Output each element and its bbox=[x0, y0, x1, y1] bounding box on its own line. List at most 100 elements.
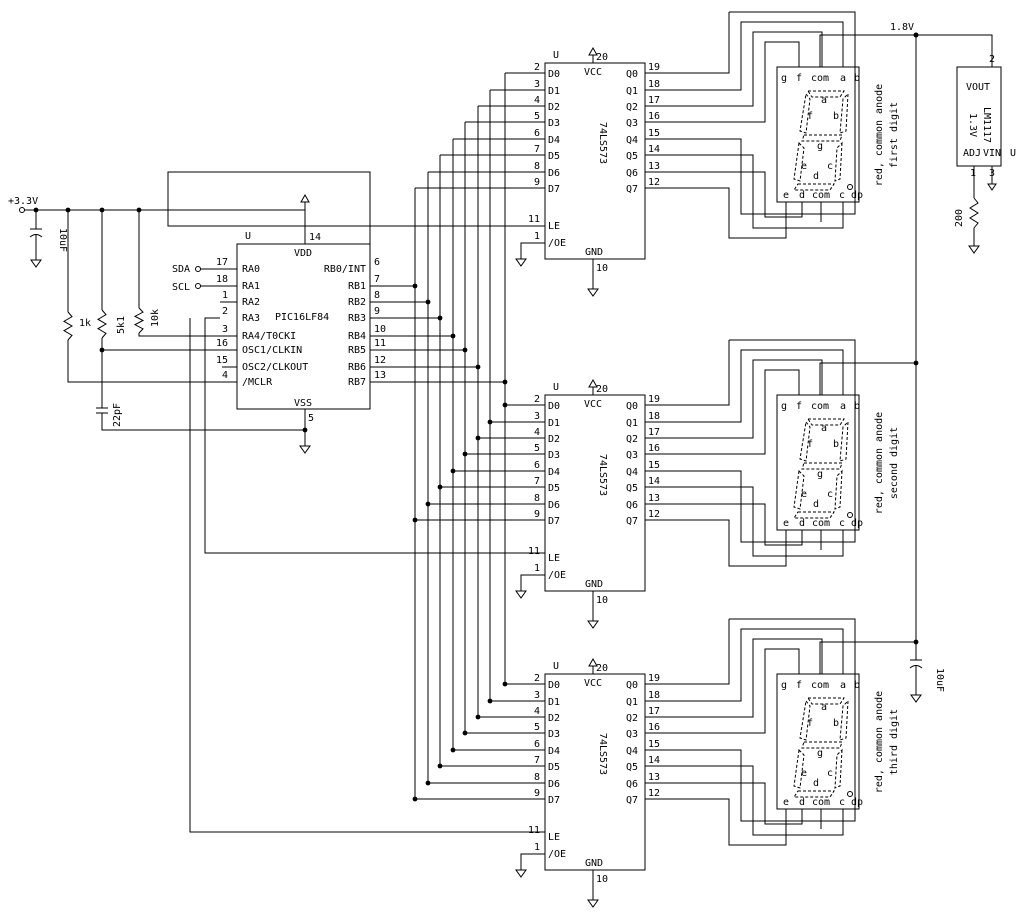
segment-label: f bbox=[807, 111, 813, 122]
latch-q-pin-label: Q0 bbox=[626, 69, 638, 80]
latch-d-pin-label: D1 bbox=[548, 86, 560, 97]
segment-e bbox=[793, 469, 805, 510]
display-bottom-pin: dp bbox=[851, 797, 863, 808]
latch-d-pin-label: D0 bbox=[548, 401, 560, 412]
r1-label: 1k bbox=[79, 318, 91, 329]
v33-label: +3.3V bbox=[8, 196, 38, 207]
segment-label: c bbox=[827, 768, 833, 779]
latch-q-pin-label: Q4 bbox=[626, 746, 638, 757]
latch-d-pin-label: D3 bbox=[548, 450, 560, 461]
wire-gnd-rail bbox=[101, 413, 305, 431]
latch-q-pin-label: Q7 bbox=[626, 516, 638, 527]
latch-d-pin-num: 4 bbox=[534, 706, 540, 717]
latch-gnd-pin: 10 bbox=[596, 263, 608, 274]
latch-q-pin-num: 13 bbox=[648, 772, 660, 783]
latch-q-pin-num: 14 bbox=[648, 144, 660, 155]
wire-q1 bbox=[645, 628, 844, 702]
latch-vcc-pin: 20 bbox=[596, 52, 608, 63]
latch-oe-label: /OE bbox=[548, 570, 566, 581]
power-arrow bbox=[588, 378, 598, 388]
latch-gnd-pin: 10 bbox=[596, 595, 608, 606]
latch-vcc: VCC bbox=[584, 678, 602, 689]
segment-g bbox=[801, 462, 843, 470]
junction-dot bbox=[302, 427, 308, 433]
pic-vss-pin: 5 bbox=[308, 413, 314, 424]
latch-q-pin-num: 16 bbox=[648, 443, 660, 454]
pic-microcontroller: U VDD 14 PIC16LF84 VSS 5 17RA018RA11RA22… bbox=[216, 231, 386, 424]
latch-d-pin-label: D6 bbox=[548, 500, 560, 511]
latch-d-pin-num: 6 bbox=[534, 739, 540, 750]
latch-q-pin-num: 14 bbox=[648, 476, 660, 487]
latch-d-pin-label: D3 bbox=[548, 729, 560, 740]
segment-label: g bbox=[817, 469, 823, 480]
resistor-200 bbox=[969, 197, 979, 229]
latch-q-pin-label: Q1 bbox=[626, 86, 638, 97]
junction-dot bbox=[412, 517, 418, 523]
pic-right-pin-label: RB5 bbox=[348, 345, 366, 356]
wire-loop-a bbox=[645, 11, 856, 215]
pic-body bbox=[236, 243, 371, 410]
junction-dot bbox=[475, 714, 481, 720]
c1-label: 10uF bbox=[57, 228, 68, 252]
segment-label: f bbox=[807, 439, 813, 450]
latch-q-pin-num: 17 bbox=[648, 427, 660, 438]
wire-q5 bbox=[645, 765, 844, 836]
wire-q0 bbox=[645, 340, 730, 406]
latch-q-pin-label: Q2 bbox=[626, 713, 638, 724]
wire-q0 bbox=[645, 12, 730, 74]
junction-dot bbox=[425, 780, 431, 786]
latch-d-pin-num: 9 bbox=[534, 509, 540, 520]
wire-ra4 bbox=[138, 333, 237, 337]
latch-body bbox=[544, 673, 646, 871]
ground-symbol bbox=[910, 694, 922, 703]
display-bottom-pin: dp bbox=[851, 518, 863, 529]
latch-oe-label: /OE bbox=[548, 849, 566, 860]
ground-symbol bbox=[587, 899, 599, 908]
display-bottom-pin: d bbox=[799, 797, 805, 808]
regulator-vin: VIN bbox=[983, 148, 1001, 159]
segment-label: a bbox=[821, 702, 827, 713]
latch-le-label: LE bbox=[548, 221, 560, 232]
display-bottom-pin: e bbox=[783, 518, 789, 529]
pic-vdd-pin: 14 bbox=[309, 232, 321, 243]
pic-right-pin-num: 12 bbox=[374, 355, 386, 366]
pic-right-pin-num: 13 bbox=[374, 370, 386, 381]
power-arrow bbox=[300, 193, 310, 203]
latch-d-pin-label: D7 bbox=[548, 795, 560, 806]
latch-q-pin-label: Q4 bbox=[626, 467, 638, 478]
latch-d-pin-num: 3 bbox=[534, 79, 540, 90]
regulator-pin-vout: 2 bbox=[989, 54, 995, 65]
latch-d-pin-label: D0 bbox=[548, 680, 560, 691]
ground-symbol bbox=[587, 288, 599, 297]
latch-unit: U bbox=[553, 661, 559, 672]
latch-d-pin-num: 7 bbox=[534, 755, 540, 766]
resistor-1k bbox=[63, 311, 73, 341]
pic-right-pin-label: RB3 bbox=[348, 313, 366, 324]
wire-q3 bbox=[645, 648, 800, 734]
display-bottom-pin: com bbox=[812, 518, 830, 529]
pic-left-pin-label: /MCLR bbox=[242, 377, 273, 388]
latch-q-pin-label: Q2 bbox=[626, 434, 638, 445]
latch-d-pin-num: 2 bbox=[534, 394, 540, 405]
wire-q7 bbox=[645, 798, 787, 846]
latch-d-pin-label: D6 bbox=[548, 168, 560, 179]
ground-symbol bbox=[587, 620, 599, 629]
latch-d-pin-label: D3 bbox=[548, 118, 560, 129]
pic-left-pin-num: 16 bbox=[216, 338, 228, 349]
latch-d-pin-num: 5 bbox=[534, 722, 540, 733]
pic-left-pin-label: RA2 bbox=[242, 297, 260, 308]
ground-symbol bbox=[987, 183, 997, 191]
junction-dot bbox=[437, 763, 443, 769]
power-section: +3.3V 10uF 1k 5k1 10k 22pF SDA SCL bbox=[8, 196, 201, 427]
latch-d-pin-label: D5 bbox=[548, 762, 560, 773]
pic-right-pin-label: RB1 bbox=[348, 281, 366, 292]
junction-dot bbox=[425, 501, 431, 507]
segment-d bbox=[793, 511, 835, 519]
latch-d-pin-num: 7 bbox=[534, 476, 540, 487]
latch-d-pin-num: 8 bbox=[534, 772, 540, 783]
latch-q-pin-num: 13 bbox=[648, 493, 660, 504]
pic-left-pin-num: 15 bbox=[216, 355, 228, 366]
decimal-point bbox=[847, 512, 853, 518]
